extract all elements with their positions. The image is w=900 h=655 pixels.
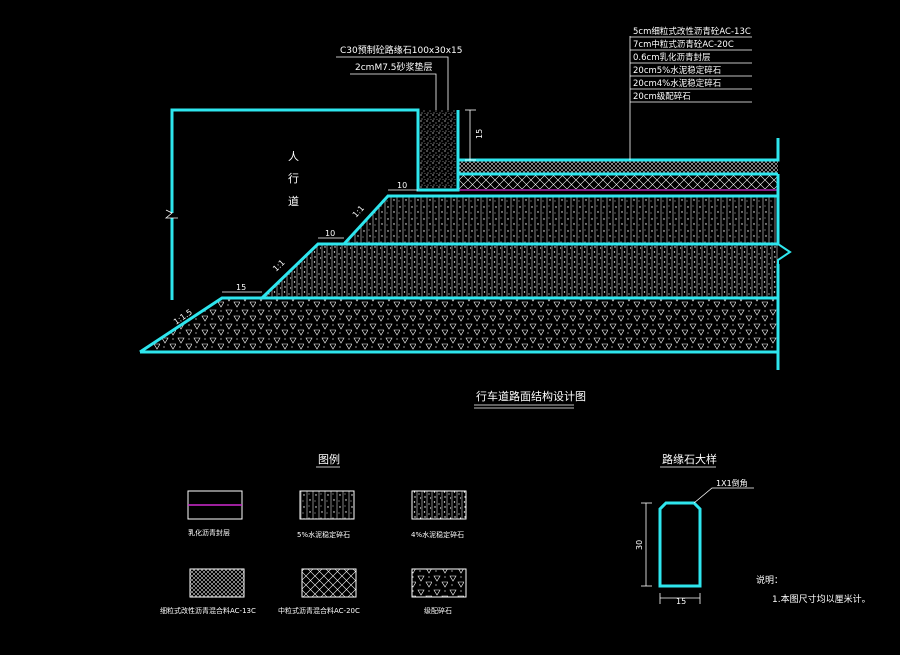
layer-label-5: 20cm4%水泥稳定碎石 <box>633 78 721 89</box>
slope-label-top: 1:1 <box>351 204 366 220</box>
curb-profile <box>658 501 702 588</box>
layer-label-2: 7cm中粒式沥青砼AC-20C <box>633 39 734 50</box>
legend-swatch-coarse <box>301 568 357 598</box>
pavement-section: 人 行 道 C30预制砼路缘石100x30x15 2cmM7.5砂浆垫层 15 … <box>139 26 792 409</box>
slope-label-mid: 1:1 <box>271 258 287 273</box>
step-dim-mid: 10 <box>325 229 335 238</box>
legend-title: 图例 <box>318 452 340 466</box>
curb-detail-width: 15 <box>676 597 686 606</box>
curb-height-dim: 15 <box>475 129 484 139</box>
legend-label-cement5: 5%水泥稳定碎石 <box>297 530 350 539</box>
cement5-layer <box>344 196 778 244</box>
legend-label-fine: 细粒式改性沥青混合料AC-13C <box>160 606 256 615</box>
layer-label-6: 20cm级配碎石 <box>633 91 691 102</box>
ac20c-layer <box>458 174 778 189</box>
curb-detail-title: 路缘石大样 <box>662 452 717 466</box>
legend-label-emulsion: 乳化沥青封层 <box>188 528 230 537</box>
step-dim-bottom: 15 <box>236 283 246 292</box>
break-line-left <box>164 209 178 219</box>
legend-label-cement4: 4%水泥稳定碎石 <box>411 530 464 539</box>
curb-detail-height: 30 <box>635 540 644 550</box>
sidewalk-char-1: 人 <box>288 150 299 163</box>
legend-swatch-cement4 <box>411 490 467 520</box>
legend-label-coarse: 中粒式沥青混合料AC-20C <box>278 606 360 615</box>
legend-swatch-cement5 <box>299 490 355 520</box>
break-line-right <box>777 243 792 264</box>
gravel-layer <box>140 298 778 352</box>
step-dim-top: 10 <box>397 181 407 190</box>
layer-callout: 5cm细粒式改性沥青砼AC-13C 7cm中粒式沥青砼AC-20C 0.6cm乳化沥… <box>629 26 752 160</box>
curb-label-1: C30预制砼路缘石100x30x15 <box>340 44 462 56</box>
cement4-layer <box>262 244 778 298</box>
legend-swatch-gravel <box>411 568 467 598</box>
ac13c-layer <box>458 160 778 174</box>
curb-leader-1 <box>336 56 449 110</box>
drawing-title: 行车道路面结构设计图 <box>476 389 586 403</box>
curb-leader-2 <box>350 73 437 110</box>
section-outline <box>139 108 780 370</box>
notes-heading: 说明： <box>756 574 783 586</box>
sidewalk-char-3: 道 <box>288 194 299 208</box>
sidewalk-char-2: 行 <box>288 172 299 185</box>
chamfer-label: 1X1倒角 <box>716 478 748 488</box>
chamfer-leader <box>693 487 754 504</box>
layer-label-4: 20cm5%水泥稳定碎石 <box>633 65 721 76</box>
curb-label-2: 2cmM7.5砂浆垫层 <box>355 61 433 73</box>
legend-label-gravel: 级配碎石 <box>424 606 452 615</box>
legend-swatch-fine <box>189 568 245 598</box>
notes-item-1: 1.本图尺寸均以厘米计。 <box>772 593 871 605</box>
legend: 图例 乳化沥青封层 5%水泥稳定碎石 4%水泥稳定碎石 细粒式改性沥青混合料AC… <box>160 452 467 615</box>
curb-stone <box>418 110 458 190</box>
curb-detail: 路缘石大样 1X1倒角 30 15 <box>635 452 754 606</box>
layer-label-3: 0.6cm乳化沥青封层 <box>633 52 710 63</box>
layer-label-1: 5cm细粒式改性沥青砼AC-13C <box>633 26 751 37</box>
notes: 说明： 1.本图尺寸均以厘米计。 <box>756 574 871 605</box>
